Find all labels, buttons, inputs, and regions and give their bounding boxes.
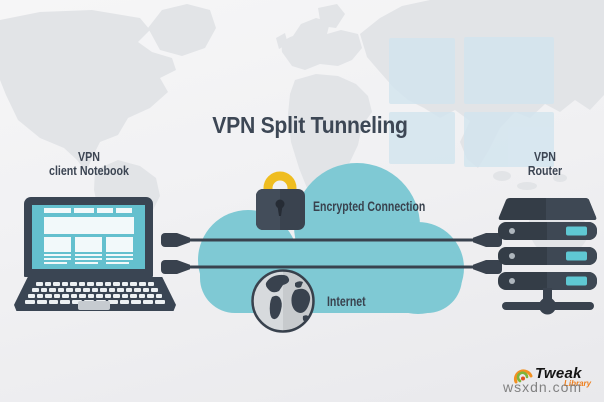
encrypted-connection-label: Encrypted Connection [313, 199, 426, 214]
keyboard-row [32, 288, 158, 292]
brand-subtitle: Library [564, 379, 592, 388]
laptop-icon [14, 196, 176, 312]
page-title: VPN Split Tunneling [212, 112, 408, 138]
client-notebook-label: VPN client Notebook [40, 150, 138, 178]
windows-logo-watermark [389, 37, 554, 167]
router-label-line1: VPN [534, 149, 556, 164]
vpn-router-label: VPN Router [496, 150, 594, 178]
cable-plug-icons [161, 233, 502, 274]
webpage-banner [43, 217, 134, 234]
server-rack-icon [498, 198, 597, 315]
connection-cables [176, 238, 492, 269]
client-label-line1: VPN [78, 149, 100, 164]
laptop-trackpad [78, 301, 110, 310]
keyboard-row [28, 294, 162, 298]
laptop-screen-bezel [24, 197, 153, 277]
webpage-cards [43, 237, 134, 264]
client-label-line2: client Notebook [49, 163, 129, 178]
brand-swirl-icon [513, 369, 533, 384]
router-label-line2: Router [527, 163, 563, 178]
keyboard-row [36, 282, 155, 286]
internet-label: Internet [327, 294, 366, 309]
globe-icon [251, 269, 315, 333]
brand-name: Tweak [535, 365, 582, 382]
brand-logo: Tweak Library [512, 365, 604, 393]
padlock-icon [256, 171, 305, 230]
site-watermark: wsxdn.com [503, 379, 583, 395]
webpage-nav-bar [43, 208, 134, 213]
laptop-keyboard-base [14, 277, 176, 311]
laptop-screen [32, 205, 145, 269]
